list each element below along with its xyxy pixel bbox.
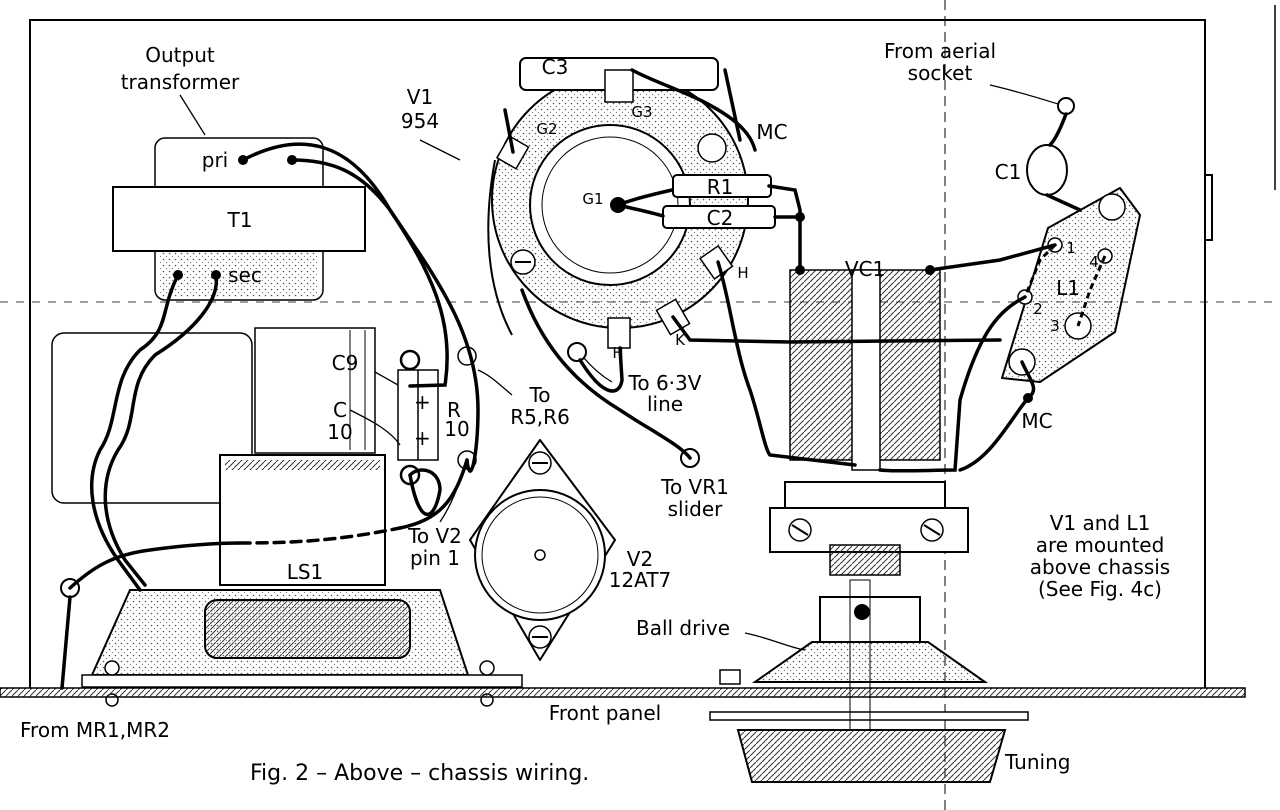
label-sec: sec	[228, 263, 262, 287]
label-note-3: above chassis	[1029, 555, 1171, 579]
leader-lines	[179, 84, 1059, 651]
label-plus-2: +	[414, 426, 431, 450]
label-r10-num: 10	[444, 417, 470, 441]
label-l1-pin-3: 3	[1050, 317, 1060, 335]
label-from-aerial-1: From aerial	[883, 39, 997, 63]
label-output-transformer-2: transformer	[120, 70, 240, 94]
label-g1: G1	[582, 190, 604, 208]
label-to-r5-r6-1: To	[529, 383, 551, 407]
label-t1: T1	[227, 208, 253, 232]
label-v1: V1	[406, 85, 434, 109]
valve-v2	[469, 439, 616, 661]
label-ball-drive: Ball drive	[635, 616, 731, 640]
label-mc-bottom: MC	[1021, 409, 1053, 433]
label-c1: C1	[994, 160, 1022, 184]
label-to-v2-pin1-2: pin 1	[409, 546, 460, 570]
label-to-r5-r6-2: R5,R6	[510, 405, 570, 429]
label-c2: C2	[706, 206, 734, 230]
label-to-v2-pin1-1: To V2	[408, 524, 462, 548]
label-l1-pin-4: 4	[1089, 253, 1099, 271]
label-to-63v-1: To 6·3V	[628, 371, 702, 395]
loudspeaker-ls1	[51, 327, 523, 707]
label-tuning: Tuning	[1005, 750, 1071, 774]
variable-capacitor-vc1	[769, 269, 969, 576]
label-vc1: VC1	[844, 257, 886, 281]
label-to-63v-2: line	[646, 392, 684, 416]
label-to-vr1-1: To VR1	[661, 475, 729, 499]
label-v2-type: 12AT7	[608, 568, 672, 592]
label-note-2: are mounted	[1035, 533, 1165, 557]
front-panel	[0, 687, 1246, 698]
label-r10-r: R	[447, 398, 461, 422]
label-h-right: H	[737, 264, 749, 282]
label-from-aerial-2: socket	[907, 61, 973, 85]
label-note-4: (See Fig. 4c)	[1037, 577, 1162, 601]
label-l1-pin-2: 2	[1033, 300, 1043, 318]
label-output-transformer-1: Output	[145, 43, 215, 67]
coil-l1	[1001, 97, 1141, 383]
label-k: K	[675, 331, 685, 349]
label-plus-1: +	[414, 390, 431, 414]
wiring-dots	[795, 212, 1033, 403]
figure-caption: Fig. 2 – Above – chassis wiring.	[250, 761, 590, 786]
label-note-1: V1 and L1	[1049, 511, 1151, 535]
transformer-t1	[112, 137, 366, 301]
label-v2: V2	[626, 547, 654, 571]
label-mc-top: MC	[756, 120, 788, 144]
label-r1: R1	[706, 175, 734, 199]
label-front-panel: Front panel	[548, 701, 662, 725]
ball-drive	[709, 579, 1029, 783]
label-pri: pri	[201, 148, 229, 172]
label-c10-num: 10	[327, 420, 353, 444]
label-g3: G3	[631, 103, 653, 121]
label-c3: C3	[541, 55, 569, 79]
wiring	[60, 68, 1082, 690]
label-l1: L1	[1056, 276, 1080, 300]
label-to-vr1-2: slider	[667, 497, 723, 521]
label-h-bottom: H	[612, 344, 624, 362]
label-ls1: LS1	[286, 560, 324, 584]
label-c9: C9	[331, 351, 359, 375]
label-c10-c: C	[333, 398, 347, 422]
label-g2: G2	[536, 120, 558, 138]
label-v1-type: 954	[400, 109, 440, 133]
valve-v1	[487, 57, 776, 349]
label-from-mr: From MR1,MR2	[20, 718, 171, 742]
label-l1-pin-1: 1	[1066, 239, 1076, 257]
